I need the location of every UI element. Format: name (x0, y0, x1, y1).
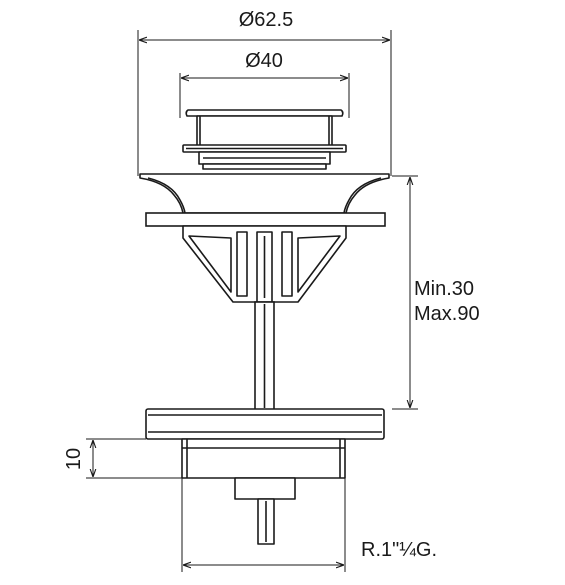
dimension-adjustment-range (392, 175, 418, 410)
threaded-body (181, 438, 346, 479)
dimension-outer-diameter (137, 30, 392, 176)
label-flange-height: 10 (63, 448, 85, 470)
lower-flange-nut (145, 408, 385, 440)
dimension-thread (181, 478, 346, 572)
dimension-flange-height (86, 438, 182, 479)
basin-flange (139, 173, 390, 214)
label-range-min: Min.30 (414, 278, 474, 300)
popup-cap (182, 109, 347, 170)
dimension-inner-diameter (179, 73, 350, 118)
label-thread: R.1"¼G. (361, 539, 437, 561)
bottom-pin (234, 477, 296, 545)
label-outer-diameter: Ø62.5 (239, 9, 293, 31)
guide-spider (182, 225, 347, 303)
label-range-max: Max.90 (414, 303, 480, 325)
label-inner-diameter: Ø40 (245, 50, 283, 72)
top-plate (145, 212, 386, 227)
stem-rod (254, 301, 275, 411)
